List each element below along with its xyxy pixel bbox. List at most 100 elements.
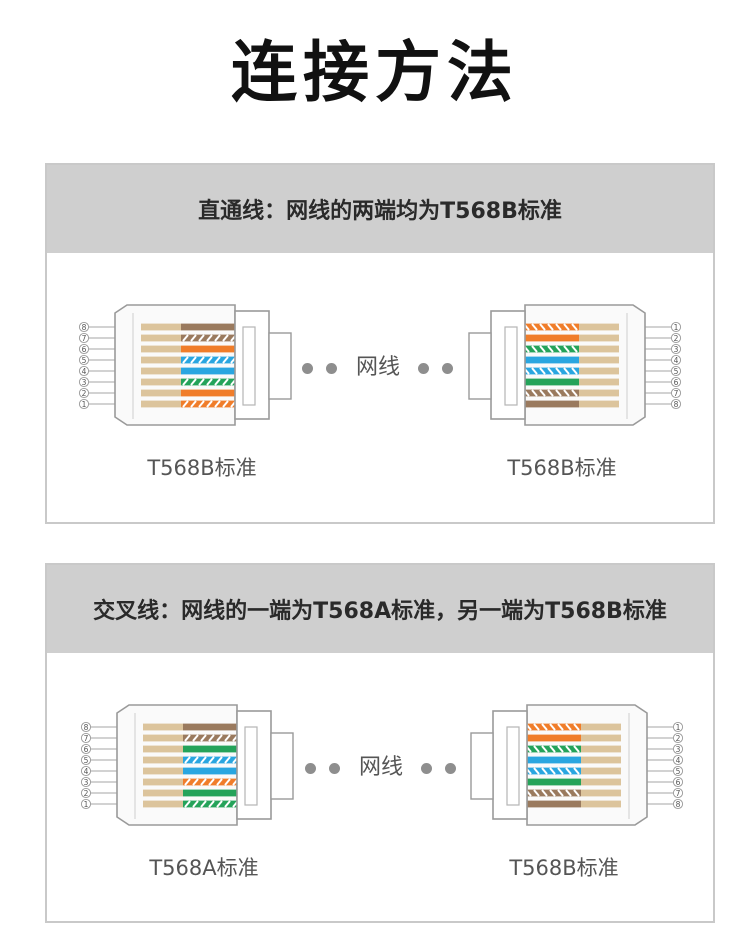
cable-dot — [329, 763, 340, 774]
wire-stripe — [565, 767, 572, 775]
wire-stripe — [573, 789, 580, 797]
wire-green — [183, 745, 237, 753]
pin-number: 7 — [84, 734, 89, 743]
wire-stripe — [222, 378, 229, 386]
boot-slot — [244, 726, 258, 806]
pin-number: 3 — [84, 778, 89, 787]
wire-orange — [527, 734, 581, 742]
wire-blue — [525, 356, 579, 364]
pin-number: 5 — [82, 356, 87, 365]
pin-number: 8 — [82, 323, 87, 332]
wire-orange — [183, 778, 237, 786]
cable-dot — [305, 763, 316, 774]
wire-contact — [579, 334, 619, 342]
wire-contact — [143, 734, 183, 742]
wire-stripe — [531, 367, 538, 375]
wire-contact — [141, 323, 181, 331]
pin-marker — [672, 798, 684, 810]
wire-stripe — [206, 356, 213, 364]
wire-contact — [141, 367, 181, 375]
wire-stripe — [541, 745, 548, 753]
wire-stripe — [555, 345, 562, 353]
wire-stripe — [531, 345, 538, 353]
wire-stripe — [565, 789, 572, 797]
wire-stripe — [200, 734, 207, 742]
right-standard-label: T568B标准 — [507, 456, 617, 480]
pin-marker — [670, 376, 682, 388]
wire-contact — [579, 400, 619, 408]
wire-contact — [581, 789, 621, 797]
pin-marker — [78, 354, 90, 366]
wire-stripe — [531, 389, 538, 397]
pin-marker — [78, 332, 90, 344]
pin-number: 4 — [84, 767, 89, 776]
wire-stripe — [555, 323, 562, 331]
pin-number: 8 — [674, 400, 679, 409]
wire-blue — [183, 767, 237, 775]
pin-number: 5 — [674, 367, 679, 376]
wire-stripe — [541, 723, 548, 731]
wire-stripe — [182, 378, 189, 386]
wire-stripe — [565, 723, 572, 731]
wire-brown — [527, 800, 581, 808]
wire-stripe — [539, 389, 546, 397]
pin-number: 5 — [676, 767, 681, 776]
wire-stripe — [224, 778, 231, 786]
wire-stripe — [214, 356, 221, 364]
wire-contact — [143, 745, 183, 753]
left-standard-label: T568B标准 — [147, 456, 257, 480]
wire-stripe — [565, 745, 572, 753]
wire-stripe — [200, 756, 207, 764]
wire-stripe — [190, 378, 197, 386]
cable-dot — [445, 763, 456, 774]
cable-label: 网线 — [358, 755, 403, 780]
pin-number: 8 — [676, 800, 681, 809]
wire-stripe — [216, 778, 223, 786]
wire-stripe — [198, 334, 205, 342]
wire-green — [183, 800, 237, 808]
wire-stripe — [557, 745, 564, 753]
wire-stripe — [224, 734, 231, 742]
pin-number: 6 — [84, 745, 89, 754]
wire-stripe — [563, 367, 570, 375]
wire-stripe — [222, 334, 229, 342]
pin-number: 7 — [674, 389, 679, 398]
pin-number: 6 — [674, 378, 679, 387]
wire-stripe — [563, 323, 570, 331]
cable-dot — [418, 363, 429, 374]
wire-stripe — [192, 756, 199, 764]
wire-stripe — [533, 789, 540, 797]
wire-stripe — [547, 345, 554, 353]
wire-brown — [525, 400, 579, 408]
wire-stripe — [192, 800, 199, 808]
wire-brown — [525, 389, 579, 397]
page-title: 连接方法 — [231, 34, 519, 111]
wire-blue — [183, 756, 237, 764]
pin-marker — [78, 376, 90, 388]
wire-green — [527, 778, 581, 786]
wire-stripe — [192, 778, 199, 786]
wire-contact — [581, 723, 621, 731]
wire-stripe — [214, 378, 221, 386]
pin-number: 2 — [82, 389, 87, 398]
wire-stripe — [214, 400, 221, 408]
wire-stripe — [555, 389, 562, 397]
pin-number: 2 — [84, 789, 89, 798]
wire-green — [527, 745, 581, 753]
pin-number: 2 — [676, 734, 681, 743]
wire-contact — [581, 767, 621, 775]
wire-contact — [141, 345, 181, 353]
wire-brown — [183, 723, 237, 731]
wire-contact — [143, 789, 183, 797]
pin-marker — [78, 343, 90, 355]
wire-contact — [143, 723, 183, 731]
wire-blue — [181, 367, 235, 375]
wire-orange — [181, 345, 235, 353]
wire-stripe — [573, 745, 580, 753]
wire-stripe — [539, 345, 546, 353]
boot-tail — [470, 732, 494, 800]
pin-number: 1 — [84, 800, 89, 809]
boot-slot — [506, 726, 520, 806]
connector-group — [468, 304, 682, 426]
